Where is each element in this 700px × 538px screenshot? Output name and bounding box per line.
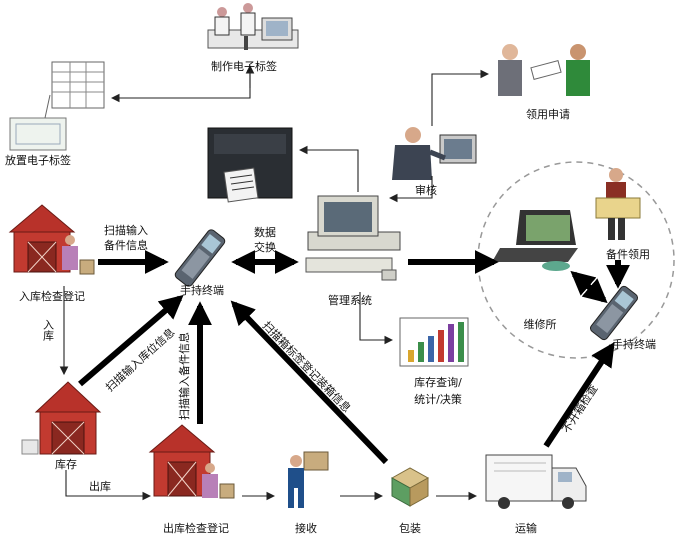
warehouse-text: 库存 (55, 457, 77, 471)
mgmt-system-text: 管理系统 (328, 293, 372, 307)
stock-barn-icon (21, 381, 102, 455)
package-icon (390, 467, 430, 507)
thin-connectors (59, 64, 490, 501)
auditor-icon (392, 127, 477, 180)
arrow-truck-check (543, 341, 615, 448)
place-label-text: 放置电子标签 (5, 153, 71, 167)
data-exchange-text-2: 交换 (254, 240, 276, 254)
stock-query-text-2: 统计/决策 (414, 392, 462, 406)
arrow-pack-scan (230, 300, 389, 465)
connector-to-apply (431, 69, 490, 126)
outbound-edge-text: 出库 (89, 479, 111, 493)
make-label-text: 制作电子标签 (211, 59, 277, 73)
arrow-laptop-handheld (570, 270, 608, 304)
office-workers-icon (207, 3, 299, 50)
truck-icon (485, 454, 587, 509)
scan-box-text: 扫描箱标签登记装箱信息 (260, 318, 354, 415)
audit-text: 审核 (415, 183, 437, 197)
stock-chart-icon (399, 317, 469, 367)
data-exchange-text-1: 数据 (254, 225, 276, 239)
scan-spare-text: 扫描输入备件信息 (177, 332, 191, 420)
spare-use-text: 备件领用 (606, 247, 650, 261)
spare-worker-icon (595, 168, 641, 240)
pack-text: 包装 (399, 522, 421, 535)
management-computer-icon (305, 195, 401, 281)
connector-to-printer (298, 145, 359, 192)
connector-outbound (65, 470, 152, 501)
handheld-center-text: 手持终端 (180, 283, 224, 297)
connector-audit-to-system (388, 176, 433, 203)
label-printer-icon (207, 127, 293, 203)
handheld-right-text: 手持终端 (612, 337, 656, 351)
handheld-terminal-icon (174, 229, 226, 287)
repair-shop-text: 维修所 (524, 317, 557, 331)
laptop-icon (492, 210, 578, 271)
outbound-barn-icon (148, 424, 235, 499)
repair-shop-boundary (477, 161, 675, 359)
inbound-edge-text: 入库 (42, 319, 55, 342)
scan-input-text-2: 备件信息 (104, 238, 148, 252)
apply-text: 领用申请 (526, 108, 570, 121)
businessmen-handshake-icon (498, 44, 590, 96)
receive-text: 接收 (295, 521, 317, 535)
transport-text: 运输 (515, 521, 537, 535)
electronic-label-icon (9, 61, 105, 151)
inbound-check-text: 入库检查登记 (19, 289, 85, 303)
connector-to-stats (359, 292, 394, 345)
thick-connectors (78, 250, 630, 465)
scan-input-text-1: 扫描输入 (104, 223, 148, 237)
outbound-check-text: 出库检查登记 (163, 521, 229, 535)
arrow-stock-scan (78, 294, 184, 387)
receive-worker-icon (288, 451, 329, 508)
inbound-barn-icon (8, 204, 95, 275)
stock-query-text-1: 库存查询/ (414, 375, 462, 389)
handheld-terminal-right-icon (589, 285, 639, 341)
